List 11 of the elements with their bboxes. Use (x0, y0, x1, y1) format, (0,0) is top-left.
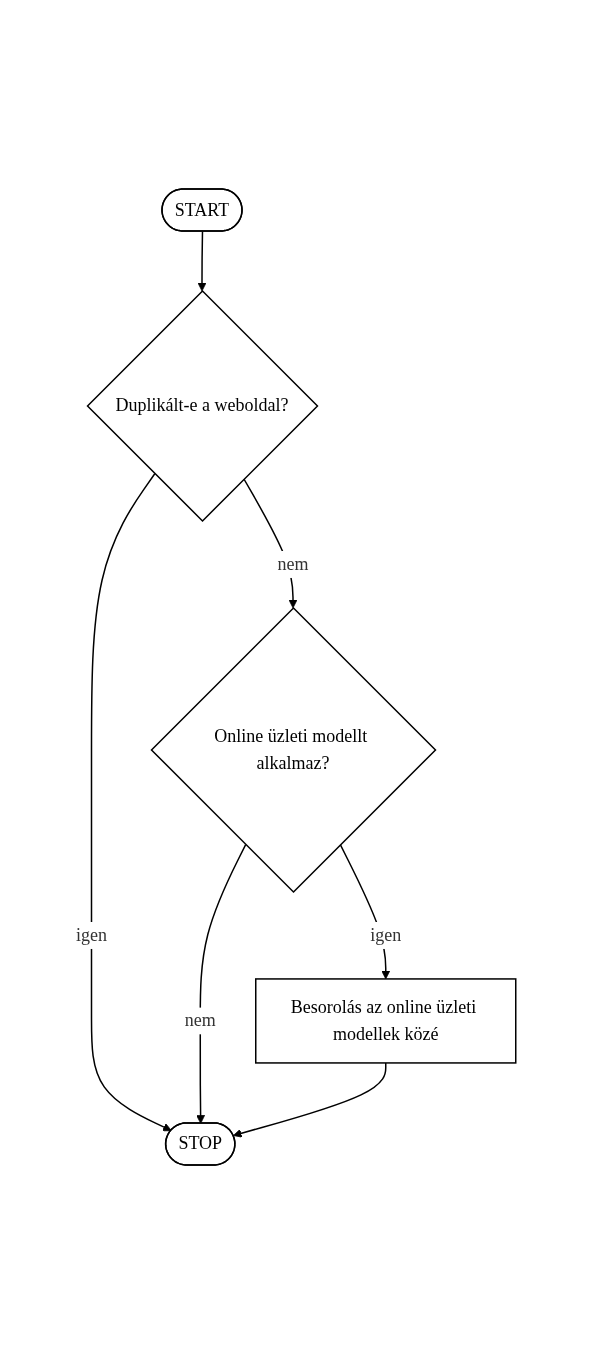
arrow (90, 472, 172, 1131)
edge-label: nem (277, 553, 309, 574)
arrow (232, 1061, 387, 1138)
edge-label: igen (75, 924, 107, 945)
node-diamond: Duplikált-e a weboldal? (86, 289, 319, 522)
edge-label: nem (184, 1009, 216, 1030)
arrow (197, 230, 207, 291)
node-box: Besorolás az online üzleti modellek közé (254, 977, 517, 1064)
edge-label: igen (369, 924, 401, 945)
node-diamond: Online üzleti modellt alkalmaz? (150, 606, 437, 893)
arrow (195, 843, 247, 1124)
